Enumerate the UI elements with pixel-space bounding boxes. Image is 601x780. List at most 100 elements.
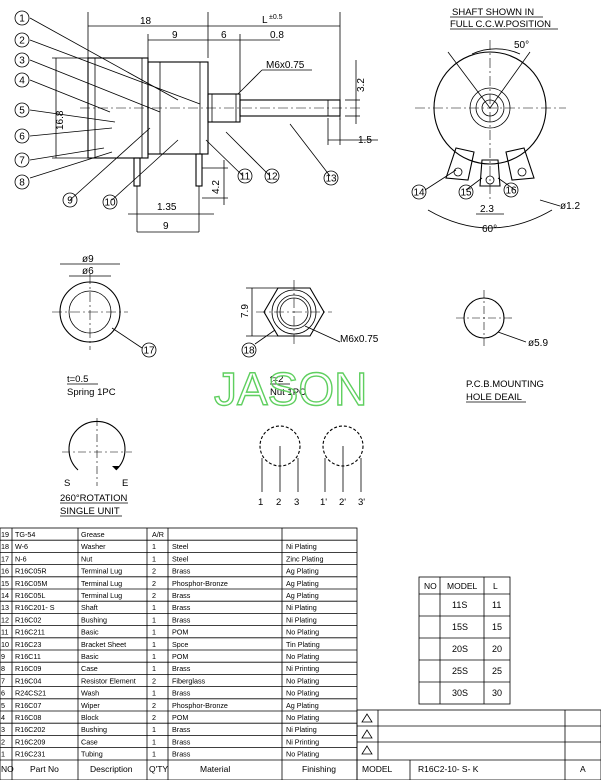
table-cell: 1 <box>152 737 156 746</box>
model-cell: 11 <box>492 600 501 610</box>
table-cell: 1 <box>152 689 156 698</box>
balloon-11: 11 <box>237 168 253 184</box>
table-cell: Basic <box>81 628 99 637</box>
balloon-12: 12 <box>264 168 280 184</box>
table-cell: Case <box>81 664 98 673</box>
table-cell: R16C08 <box>15 713 41 722</box>
table-cell: R16C211 <box>15 628 45 637</box>
front-view: SHAFT SHOWN IN FULL C.C.W.POSITION 50° ø… <box>411 7 580 235</box>
table-cell: Spce <box>172 640 188 649</box>
table-cell: Tin Plating <box>286 640 320 649</box>
dim-6: 6 <box>221 30 227 41</box>
spring-thickness: t=0.5 <box>67 374 88 385</box>
svg-text:11: 11 <box>240 172 251 183</box>
svg-text:18: 18 <box>243 346 255 357</box>
watermark-text: JASON <box>214 363 367 415</box>
table-cell: 2 <box>1 737 5 746</box>
hdr-description: Description <box>90 764 133 774</box>
balloon-1: 1 <box>14 10 30 26</box>
table-cell: Ni Plating <box>286 615 317 624</box>
svg-text:12: 12 <box>266 172 278 183</box>
balloon-15: 15 <box>458 184 474 200</box>
table-cell: TG-54 <box>15 530 35 539</box>
table-cell: Resistor Element <box>81 676 136 685</box>
pcb-caption-2: HOLE DEAIL <box>466 392 522 403</box>
table-cell: W-6 <box>15 542 28 551</box>
table-cell: 11 <box>1 628 8 637</box>
spring-dia-9: ø9 <box>82 254 94 265</box>
table-cell: Washer <box>81 542 106 551</box>
table-cell: 16 <box>1 567 9 576</box>
nut-view: 7.9 M6x0.75 18 t=2 Nut 1PC <box>240 280 379 398</box>
title-model-value: R16C2-10- S- K <box>418 764 479 774</box>
pin-dia: ø1.2 <box>560 201 580 212</box>
balloon-17: 17 <box>141 342 157 358</box>
table-cell: Brass <box>172 603 191 612</box>
balloon-2: 2 <box>14 32 30 48</box>
rotation-caption-1: 260°ROTATION <box>60 493 127 504</box>
terminal-1: 1 <box>258 497 263 508</box>
nut-name: Nut 1PC <box>270 387 306 398</box>
svg-text:2: 2 <box>19 36 25 47</box>
pcb-hole-dia: ø5.9 <box>528 338 548 349</box>
table-cell: Terminal Lug <box>81 579 122 588</box>
table-cell: 1 <box>152 725 156 734</box>
model-cell: 15 <box>492 622 502 632</box>
dim-1-5: 1.5 <box>358 135 372 146</box>
table-cell: Brass <box>172 689 191 698</box>
balloon-6: 6 <box>14 128 30 144</box>
svg-text:5: 5 <box>19 106 25 117</box>
title-rev: A <box>580 764 586 774</box>
table-cell: POM <box>172 628 188 637</box>
table-cell: Phosphor-Bronze <box>172 701 228 710</box>
table-cell: No Plating <box>286 676 319 685</box>
model-hdr-l: L <box>493 581 498 591</box>
dim-16-8: 16.8 <box>55 110 66 130</box>
table-cell: Terminal Lug <box>81 591 122 600</box>
table-cell: Steel <box>172 554 189 563</box>
model-cell: 20S <box>452 644 468 654</box>
table-cell: Case <box>81 737 98 746</box>
table-cell: 1 <box>152 603 156 612</box>
table-cell: 15 <box>1 579 9 588</box>
table-cell: Brass <box>172 725 191 734</box>
table-cell: Ni Plating <box>286 603 317 612</box>
table-cell: 13 <box>1 603 9 612</box>
table-cell: 1 <box>152 750 156 759</box>
dim-1-35: 1.35 <box>157 202 177 213</box>
table-cell: R16C07 <box>15 701 41 710</box>
table-cell: 2 <box>152 567 156 576</box>
table-cell: R16C05L <box>15 591 45 600</box>
svg-text:1: 1 <box>19 14 25 25</box>
table-cell: 1 <box>152 542 156 551</box>
table-cell: 1 <box>152 652 156 661</box>
model-hdr-no: NO <box>424 581 437 591</box>
title-model-label: MODEL <box>362 764 393 774</box>
table-cell: No Plating <box>286 652 319 661</box>
front-caption-1: SHAFT SHOWN IN <box>452 7 534 18</box>
table-cell: R16C202 <box>15 725 45 734</box>
table-cell: R16C09 <box>15 664 41 673</box>
balloon-18: 18 <box>241 342 257 358</box>
table-cell: 5 <box>1 701 5 710</box>
table-cell: Brass <box>172 737 191 746</box>
hdr-material: Material <box>200 764 230 774</box>
pitch-2-3: 2.3 <box>480 204 494 215</box>
spring-name: Spring 1PC <box>67 387 116 398</box>
table-cell: Ag Plating <box>286 591 319 600</box>
parts-header: NO Part No Description Q'TY Material Fin… <box>0 759 357 774</box>
